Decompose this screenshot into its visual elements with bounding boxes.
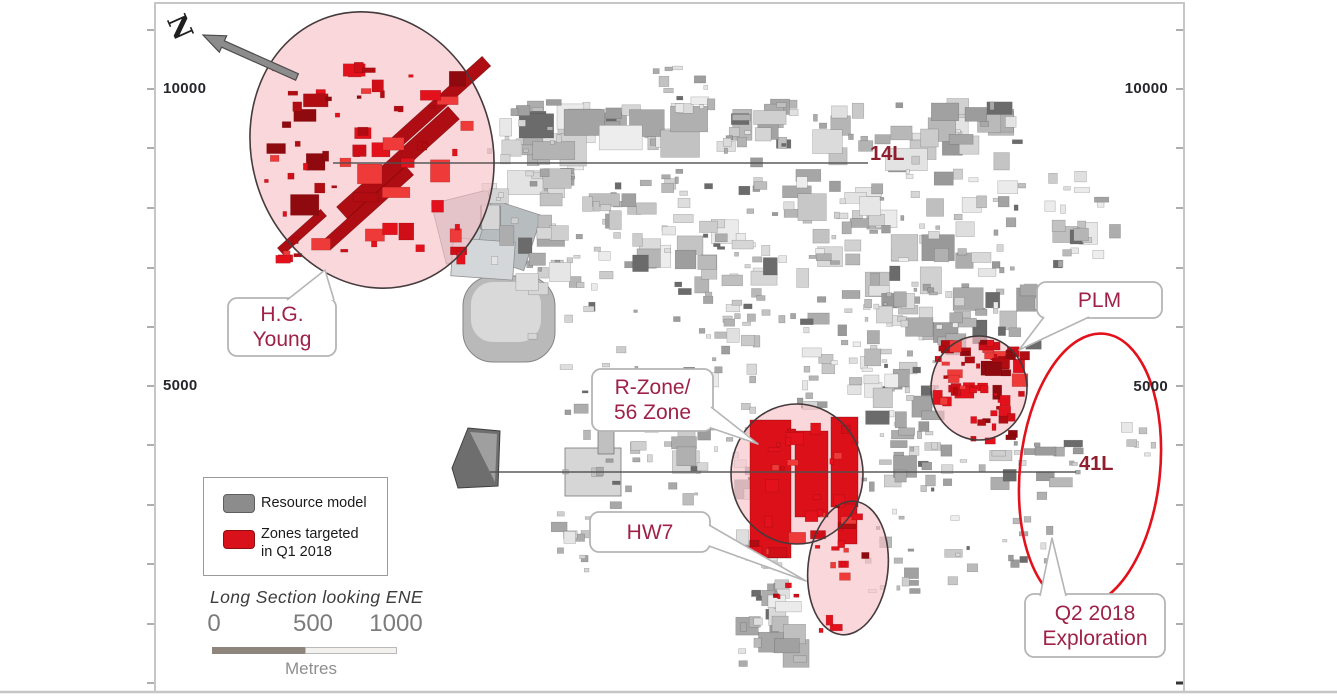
axis-label-left-5000: 5000 (163, 377, 198, 394)
section-orientation-label: Long Section looking ENE (210, 587, 423, 607)
scale-bar-filled-segment (212, 647, 305, 654)
scale-unit-label: Metres (285, 659, 337, 678)
legend-label-resource-model: Resource model (261, 495, 367, 511)
axis-label-right-10000: 10000 (1124, 80, 1168, 97)
scale-tick-1000: 1000 (369, 610, 423, 637)
legend-label-zones-targeted-2: in Q1 2018 (261, 544, 332, 560)
axis-label-left-10000: 10000 (163, 80, 207, 97)
callout-shapes (227, 269, 1166, 658)
legend: Resource model Zones targeted in Q1 2018 (203, 477, 388, 576)
zone-outlines (249, 10, 1163, 636)
legend-swatch-zones-targeted (223, 530, 255, 549)
resource-model-blocks (479, 65, 1156, 668)
legend-label-zones-targeted: Zones targeted (261, 526, 359, 542)
axis-label-right-5000: 5000 (1133, 378, 1168, 395)
north-arrow-icon (201, 34, 300, 81)
scale-bar-empty-segment (305, 647, 397, 654)
scale-tick-0: 0 (207, 610, 221, 637)
scale-tick-500: 500 (292, 610, 334, 637)
targeted-zone-scatter (264, 62, 1030, 633)
level-lines (333, 162, 1076, 473)
level-label-41l: 41L (1079, 453, 1114, 475)
level-label-14l: 14L (870, 143, 905, 165)
legend-swatch-resource-model (223, 494, 255, 513)
